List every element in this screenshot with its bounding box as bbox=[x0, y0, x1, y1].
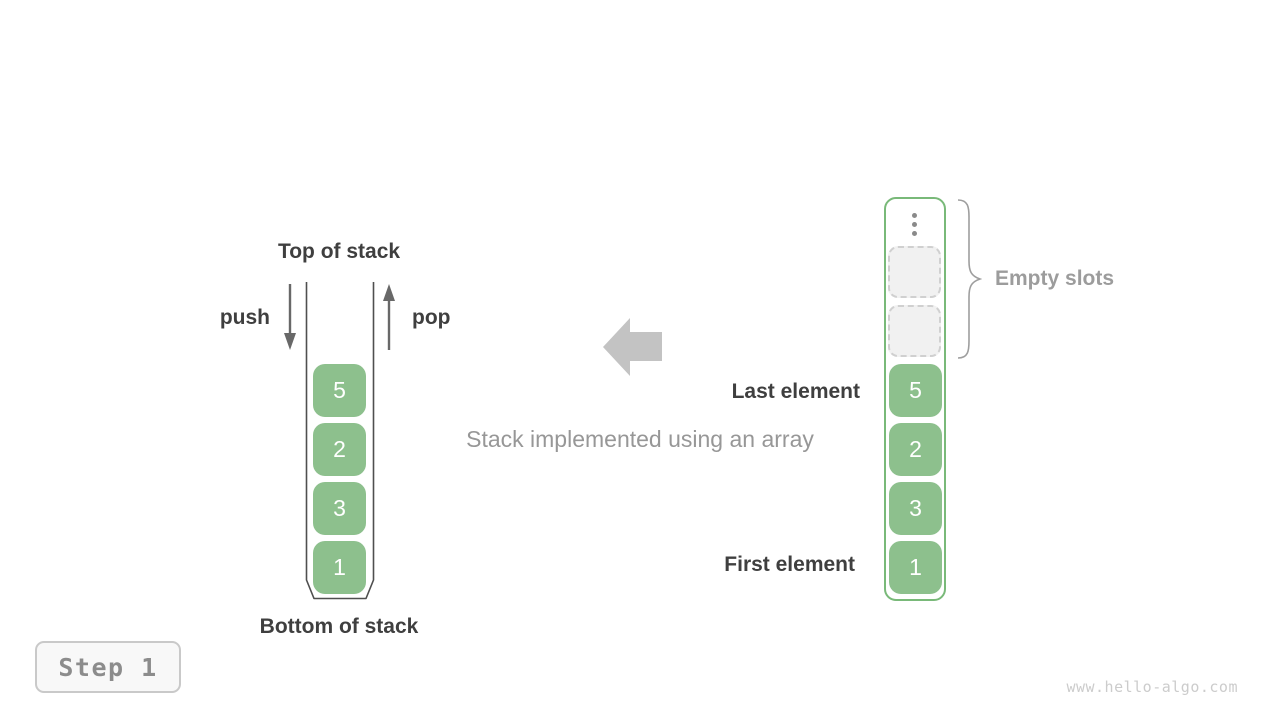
pop-label: pop bbox=[412, 306, 451, 329]
empty-slots-label: Empty slots bbox=[995, 267, 1115, 290]
push-label: push bbox=[219, 306, 270, 329]
array-cell: 1 bbox=[889, 541, 942, 594]
array-cell: 2 bbox=[889, 423, 942, 476]
stack-cell: 1 bbox=[313, 541, 366, 594]
empty-slot bbox=[888, 246, 941, 298]
ellipsis-icon bbox=[912, 231, 917, 236]
pop-arrow-icon bbox=[379, 284, 399, 352]
ellipsis-icon bbox=[912, 213, 917, 218]
step-button[interactable]: Step 1 bbox=[35, 641, 181, 693]
brace-icon bbox=[956, 199, 982, 359]
top-of-stack-label: Top of stack bbox=[277, 240, 401, 263]
stack-cell: 5 bbox=[313, 364, 366, 417]
ellipsis-icon bbox=[912, 222, 917, 227]
bottom-of-stack-label: Bottom of stack bbox=[259, 615, 419, 638]
empty-slot bbox=[888, 305, 941, 357]
stack-container-outline bbox=[305, 282, 375, 601]
big-left-arrow-icon bbox=[602, 317, 663, 377]
stack-cell: 2 bbox=[313, 423, 366, 476]
watermark-url: www.hello-algo.com bbox=[1066, 678, 1238, 696]
first-element-label: First element bbox=[724, 553, 855, 576]
push-arrow-icon bbox=[280, 282, 300, 352]
array-cell: 5 bbox=[889, 364, 942, 417]
diagram-caption: Stack implemented using an array bbox=[466, 426, 814, 452]
last-element-label: Last element bbox=[731, 380, 860, 403]
array-cell: 3 bbox=[889, 482, 942, 535]
stack-cell: 3 bbox=[313, 482, 366, 535]
